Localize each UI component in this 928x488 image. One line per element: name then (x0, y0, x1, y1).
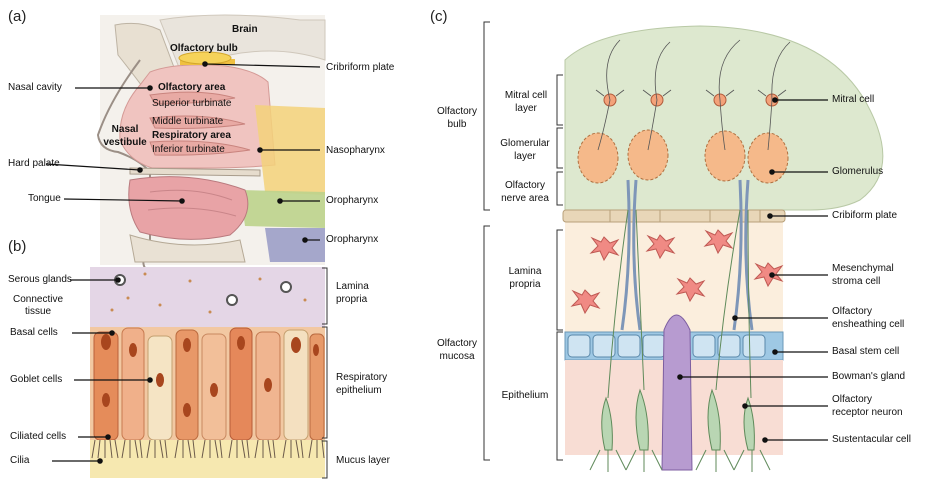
label-nerve-area-2: nerve area (494, 193, 556, 205)
bowmans-gland-shape (662, 315, 692, 470)
label-connective-1: Connective (10, 294, 66, 306)
label-olfactory-area: Olfactory area (158, 82, 225, 94)
label-oropharynx-lower: Oropharynx (326, 234, 378, 246)
panel-c-letter: (c) (430, 8, 448, 25)
label-respiratory-2: epithelium (336, 385, 382, 397)
label-nasal-cavity: Nasal cavity (8, 82, 62, 94)
label-glomerulus: Glomerulus (832, 166, 883, 178)
label-olfactory-bulb: Olfactory bulb (170, 43, 238, 55)
hard-palate-shape (130, 168, 260, 176)
label-goblet-cells: Goblet cells (10, 374, 62, 386)
label-sustentacular-cell: Sustentacular cell (832, 434, 911, 446)
label-glomerular-1: Glomerular (494, 138, 556, 150)
label-lamina-c-1: Lamina (500, 266, 550, 278)
cribriform-plate-bar (563, 210, 785, 222)
label-epithelium-c: Epithelium (496, 390, 554, 402)
label-bowmans-gland: Bowman's gland (832, 371, 905, 383)
label-olfactory-bulb-c-1: Olfactory (432, 106, 482, 118)
label-tongue: Tongue (28, 193, 61, 205)
oropharynx-green (240, 190, 325, 228)
label-ciliated-cells: Ciliated cells (10, 431, 66, 443)
mucus-layer-region (90, 440, 325, 478)
label-mitral-cell: Mitral cell (832, 94, 874, 106)
label-oropharynx-upper: Oropharynx (326, 195, 378, 207)
panel-a-letter: (a) (8, 8, 26, 25)
label-nasal-vestibule-1: Nasal (103, 124, 147, 136)
label-receptor-1: Olfactory (832, 394, 872, 406)
olfactory-bulb-body (565, 26, 883, 210)
label-nasal-vestibule-2: vestibule (101, 137, 149, 149)
label-serous-glands: Serous glands (8, 274, 72, 286)
panel-b-letter: (b) (8, 238, 26, 255)
label-nasopharynx: Nasopharynx (326, 145, 385, 157)
oropharynx-blue (265, 228, 325, 262)
label-superior-turbinate: Superior turbinate (152, 98, 232, 110)
label-mucosa-2: mucosa (432, 351, 482, 363)
label-mucosa-1: Olfactory (432, 338, 482, 350)
label-ensheathing-1: Olfactory (832, 306, 872, 318)
label-connective-2: tissue (10, 306, 66, 318)
label-nerve-area-1: Olfactory (494, 180, 556, 192)
panel-b-illustration (90, 267, 325, 478)
label-cribriform-plate: Cribriform plate (326, 62, 394, 74)
label-hard-palate: Hard palate (8, 158, 60, 170)
label-basal-stem-cell: Basal stem cell (832, 346, 899, 358)
label-respiratory-area: Respiratory area (152, 130, 231, 142)
label-inferior-turbinate: Inferior turbinate (152, 144, 225, 156)
label-cribiform-plate-c: Cribiform plate (832, 210, 897, 222)
label-lamina-b-2: propria (336, 294, 367, 306)
ciliated-cells (94, 328, 324, 440)
label-mucus-layer: Mucus layer (336, 455, 390, 467)
label-mitral-layer-1: Mitral cell (498, 90, 554, 102)
label-mesenchymal-1: Mesenchymal (832, 263, 894, 275)
label-mesenchymal-2: stroma cell (832, 276, 880, 288)
lamina-propria-region (90, 267, 325, 327)
label-ensheathing-2: ensheathing cell (832, 319, 904, 331)
label-lamina-b-1: Lamina (336, 281, 369, 293)
label-middle-turbinate: Middle turbinate (152, 116, 223, 128)
label-receptor-2: receptor neuron (832, 407, 903, 419)
label-basal-cells: Basal cells (10, 327, 58, 339)
label-lamina-c-2: propria (500, 279, 550, 291)
label-brain: Brain (232, 24, 258, 36)
label-olfactory-bulb-c-2: bulb (432, 119, 482, 131)
label-cilia: Cilia (10, 455, 29, 467)
label-respiratory-1: Respiratory (336, 372, 387, 384)
label-glomerular-2: layer (494, 151, 556, 163)
label-mitral-layer-2: layer (498, 103, 554, 115)
